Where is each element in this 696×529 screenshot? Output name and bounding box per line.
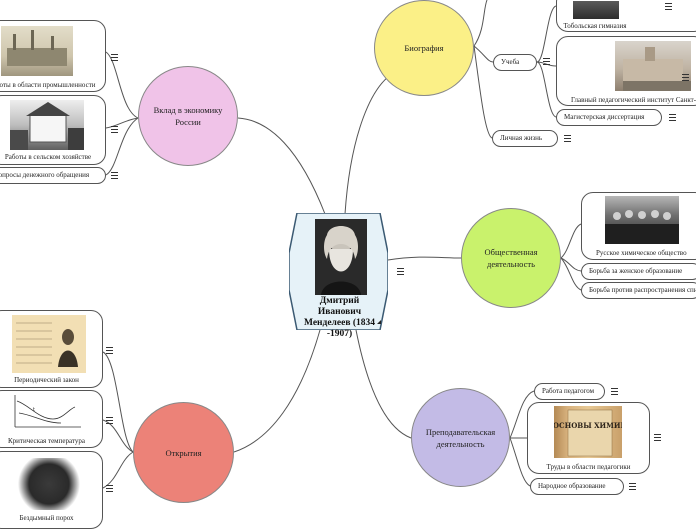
node-study[interactable]: Учеба xyxy=(493,54,537,71)
photo-society-icon xyxy=(605,196,679,244)
photo-estate-icon xyxy=(10,100,84,150)
menu-icon[interactable] xyxy=(543,58,550,65)
card-critical-temperature[interactable]: t Критическая температура xyxy=(0,390,103,448)
branch-biography-label: Биография xyxy=(404,43,444,53)
branch-social-label: Общественная деятельность xyxy=(484,247,538,269)
node-women-education-label: Борьба за женское образование xyxy=(589,267,683,275)
node-personal-life-label: Личная жизнь xyxy=(500,134,543,142)
node-monetary-label: Вопросы денежного обращения xyxy=(0,171,90,179)
card-caption: Работы в области промышленности xyxy=(0,81,96,89)
menu-icon[interactable] xyxy=(111,126,118,133)
menu-icon[interactable] xyxy=(669,114,676,121)
card-caption: Главный педагогический институт Санкт-Пе… xyxy=(571,96,696,104)
photo-factory-icon xyxy=(1,26,73,76)
node-master-thesis-label: Магистерская диссертация xyxy=(564,113,645,121)
center-node[interactable]: Дмитрий Иванович Менделеев (1834 -1907) xyxy=(289,213,388,339)
branch-social[interactable]: Общественная деятельность xyxy=(461,208,561,308)
link-center-social xyxy=(387,256,462,261)
menu-icon[interactable] xyxy=(682,74,689,81)
menu-icon[interactable] xyxy=(611,388,618,395)
menu-icon[interactable] xyxy=(111,54,118,61)
card-caption: Труды в области педагогики xyxy=(546,463,631,471)
node-public-education-label: Народное образование xyxy=(538,482,606,490)
menu-icon[interactable] xyxy=(111,172,118,179)
branch-discoveries-label: Открытия xyxy=(165,447,202,458)
card-periodic-law[interactable]: Периодический закон xyxy=(0,310,103,388)
branch-economy-label: Вклад в экономику России xyxy=(153,105,223,127)
menu-icon[interactable] xyxy=(106,347,113,354)
portrait-photo-icon xyxy=(315,219,367,295)
card-caption: Периодический закон xyxy=(14,376,79,384)
node-teacher-work[interactable]: Работа педагогом xyxy=(534,383,605,400)
collapse-triangle-icon[interactable] xyxy=(377,320,381,324)
node-monetary[interactable]: Вопросы денежного обращения xyxy=(0,167,106,184)
branch-economy[interactable]: Вклад в экономику России xyxy=(138,66,238,166)
node-anti-spiritism-label: Борьба против распространения спиритизма xyxy=(589,286,696,294)
card-caption: Работы в сельском хозяйстве xyxy=(4,153,92,161)
photo-book-icon: ОСНОВЫ ХИМИИ xyxy=(553,406,627,458)
card-caption: Тобольская гимназия xyxy=(563,22,627,30)
menu-icon[interactable] xyxy=(564,135,571,142)
photo-gymnasium-icon xyxy=(573,1,619,19)
branch-biography[interactable]: Биография xyxy=(374,0,474,96)
branch-discoveries[interactable]: Открытия xyxy=(133,402,234,503)
node-study-label: Учеба xyxy=(501,58,520,66)
branch-teaching[interactable]: Преподавательская деятельность xyxy=(411,388,510,487)
node-women-education[interactable]: Борьба за женское образование xyxy=(581,263,696,280)
photo-periodic-table-icon xyxy=(12,315,86,373)
link-center-teaching xyxy=(355,329,412,439)
photo-institute-icon xyxy=(615,41,691,91)
link-center-economy xyxy=(237,117,326,215)
graph-critical-temperature-icon: t xyxy=(9,393,85,433)
card-industry[interactable]: Работы в области промышленности xyxy=(0,20,106,92)
node-personal-life[interactable]: Личная жизнь xyxy=(492,130,558,147)
center-menu-icon[interactable] xyxy=(397,268,404,275)
photo-powder-icon xyxy=(13,458,85,510)
node-anti-spiritism[interactable]: Борьба против распространения спиритизма xyxy=(581,282,696,299)
card-pedagogy-works[interactable]: ОСНОВЫ ХИМИИ Труды в области педагогики xyxy=(527,402,650,474)
card-caption: Критическая температура xyxy=(8,437,85,445)
branch-teaching-label: Преподавательская деятельность xyxy=(425,426,496,449)
card-smokeless-powder[interactable]: Бездымный порох xyxy=(0,451,103,529)
svg-text:t: t xyxy=(33,407,35,413)
card-agriculture[interactable]: Работы в сельском хозяйстве xyxy=(0,95,106,165)
menu-icon[interactable] xyxy=(106,417,113,424)
menu-icon[interactable] xyxy=(665,3,672,10)
link-center-biography xyxy=(344,69,401,215)
card-pedagogical-institute[interactable]: Главный педагогический институт Санкт-Пе… xyxy=(556,36,696,106)
menu-icon[interactable] xyxy=(654,434,661,441)
card-caption: Русское химическое общество xyxy=(596,249,687,257)
node-master-thesis[interactable]: Магистерская диссертация xyxy=(556,109,662,126)
book-title: ОСНОВЫ ХИМИИ xyxy=(554,421,622,430)
link-center-discoveries xyxy=(233,329,321,453)
node-public-education[interactable]: Народное образование xyxy=(530,478,624,495)
node-teacher-work-label: Работа педагогом xyxy=(542,387,595,395)
menu-icon[interactable] xyxy=(629,483,636,490)
card-chemical-society[interactable]: Русское химическое общество xyxy=(581,192,696,260)
center-title: Дмитрий Иванович Менделеев (1834 -1907) xyxy=(304,296,375,339)
menu-icon[interactable] xyxy=(106,485,113,492)
card-tobolsk-gymnasium[interactable]: Тобольская гимназия xyxy=(556,0,696,32)
card-caption: Бездымный порох xyxy=(19,514,74,522)
